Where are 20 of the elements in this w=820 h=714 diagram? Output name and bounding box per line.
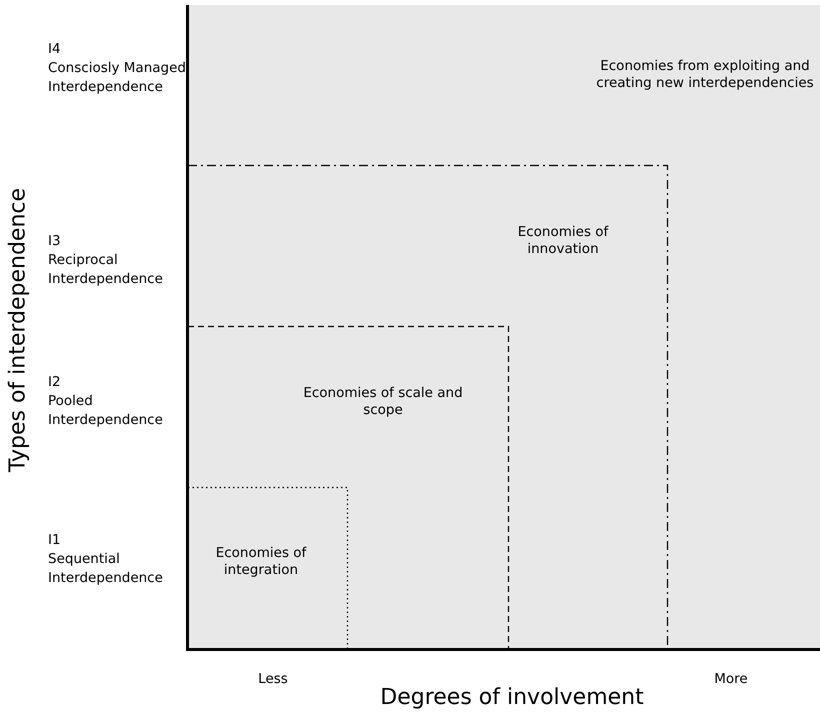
category-label: Pooled Interdependence [48,392,164,430]
category-label: I4 [48,40,62,59]
axis-title: Types of interdependence [6,188,30,472]
category-label: I2 [48,373,62,392]
category-label: Reciprocal Interdependence [48,251,164,289]
region [188,165,668,648]
region-label: Economies of integration [214,545,308,579]
axis-label: More [714,670,748,689]
region [188,326,509,648]
axis-title: Degrees of involvement [380,684,644,712]
axis-label: Less [258,670,288,689]
region-label: Economies of innovation [516,224,610,258]
region-label: Economies from exploiting and creating new interdependencies [595,58,815,92]
category-label: Sequential Interdependence [48,550,164,588]
category-label: I3 [48,232,62,251]
chart-area [188,5,820,648]
region [188,487,348,648]
region-label: Economies of scale and scope [303,385,463,419]
category-label: Consciosly Managed Interdependence [48,59,187,97]
category-label: I1 [48,531,62,550]
